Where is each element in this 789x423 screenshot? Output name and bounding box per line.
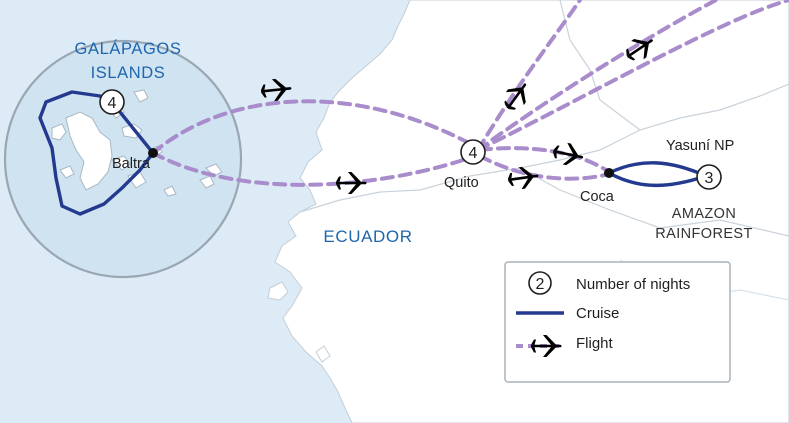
flight-route-quito-coca-south <box>478 154 611 181</box>
country-border <box>519 167 789 237</box>
country-border <box>299 83 789 213</box>
legend-box <box>504 261 731 383</box>
legend-cruise-label: Cruise <box>576 305 619 322</box>
flight-routes <box>151 0 789 187</box>
nights-badge-quito: 4 <box>460 139 486 165</box>
coca-dot <box>604 168 614 178</box>
svg-text:2: 2 <box>536 276 545 293</box>
flight-route-quito-coca-north <box>478 146 611 174</box>
quito-label: Quito <box>444 175 479 191</box>
svg-text:3: 3 <box>705 170 714 187</box>
coastal-island <box>315 345 331 363</box>
flight-route-north-1 <box>476 0 582 152</box>
amazon-label-line2: RAINFOREST <box>655 226 752 242</box>
svg-text:4: 4 <box>469 145 478 162</box>
flight-route-quito-baltra-south <box>151 151 480 187</box>
nights-badge-galapagos: 4 <box>99 89 125 115</box>
flight-route-north-3 <box>476 0 789 152</box>
coastal-island <box>267 281 289 301</box>
flight-route-quito-baltra-north <box>151 99 480 155</box>
ecuador-label: ECUADOR <box>323 227 412 246</box>
legend: 2 Number of nights Cruise Flight <box>504 261 731 383</box>
legend-nights-label: Number of nights <box>576 276 690 293</box>
amazon-label-line1: AMAZON <box>672 206 736 222</box>
flight-route-north-2 <box>476 0 718 152</box>
yasuni-label: Yasuní NP <box>666 138 734 154</box>
nights-badge-yasuni: 3 <box>696 164 722 190</box>
legend-nights-badge: 2 <box>528 271 552 295</box>
galapagos-label-line1: GALÁPAGOS <box>75 39 182 58</box>
galapagos-label-line2: ISLANDS <box>91 64 166 82</box>
country-border <box>559 0 641 131</box>
baltra-label: Baltra <box>112 156 151 172</box>
svg-text:4: 4 <box>108 95 117 112</box>
coca-label: Coca <box>580 189 615 205</box>
baltra-dot <box>148 148 158 158</box>
legend-flight-label: Flight <box>576 335 614 352</box>
cruise-route-galapagos <box>38 90 155 216</box>
